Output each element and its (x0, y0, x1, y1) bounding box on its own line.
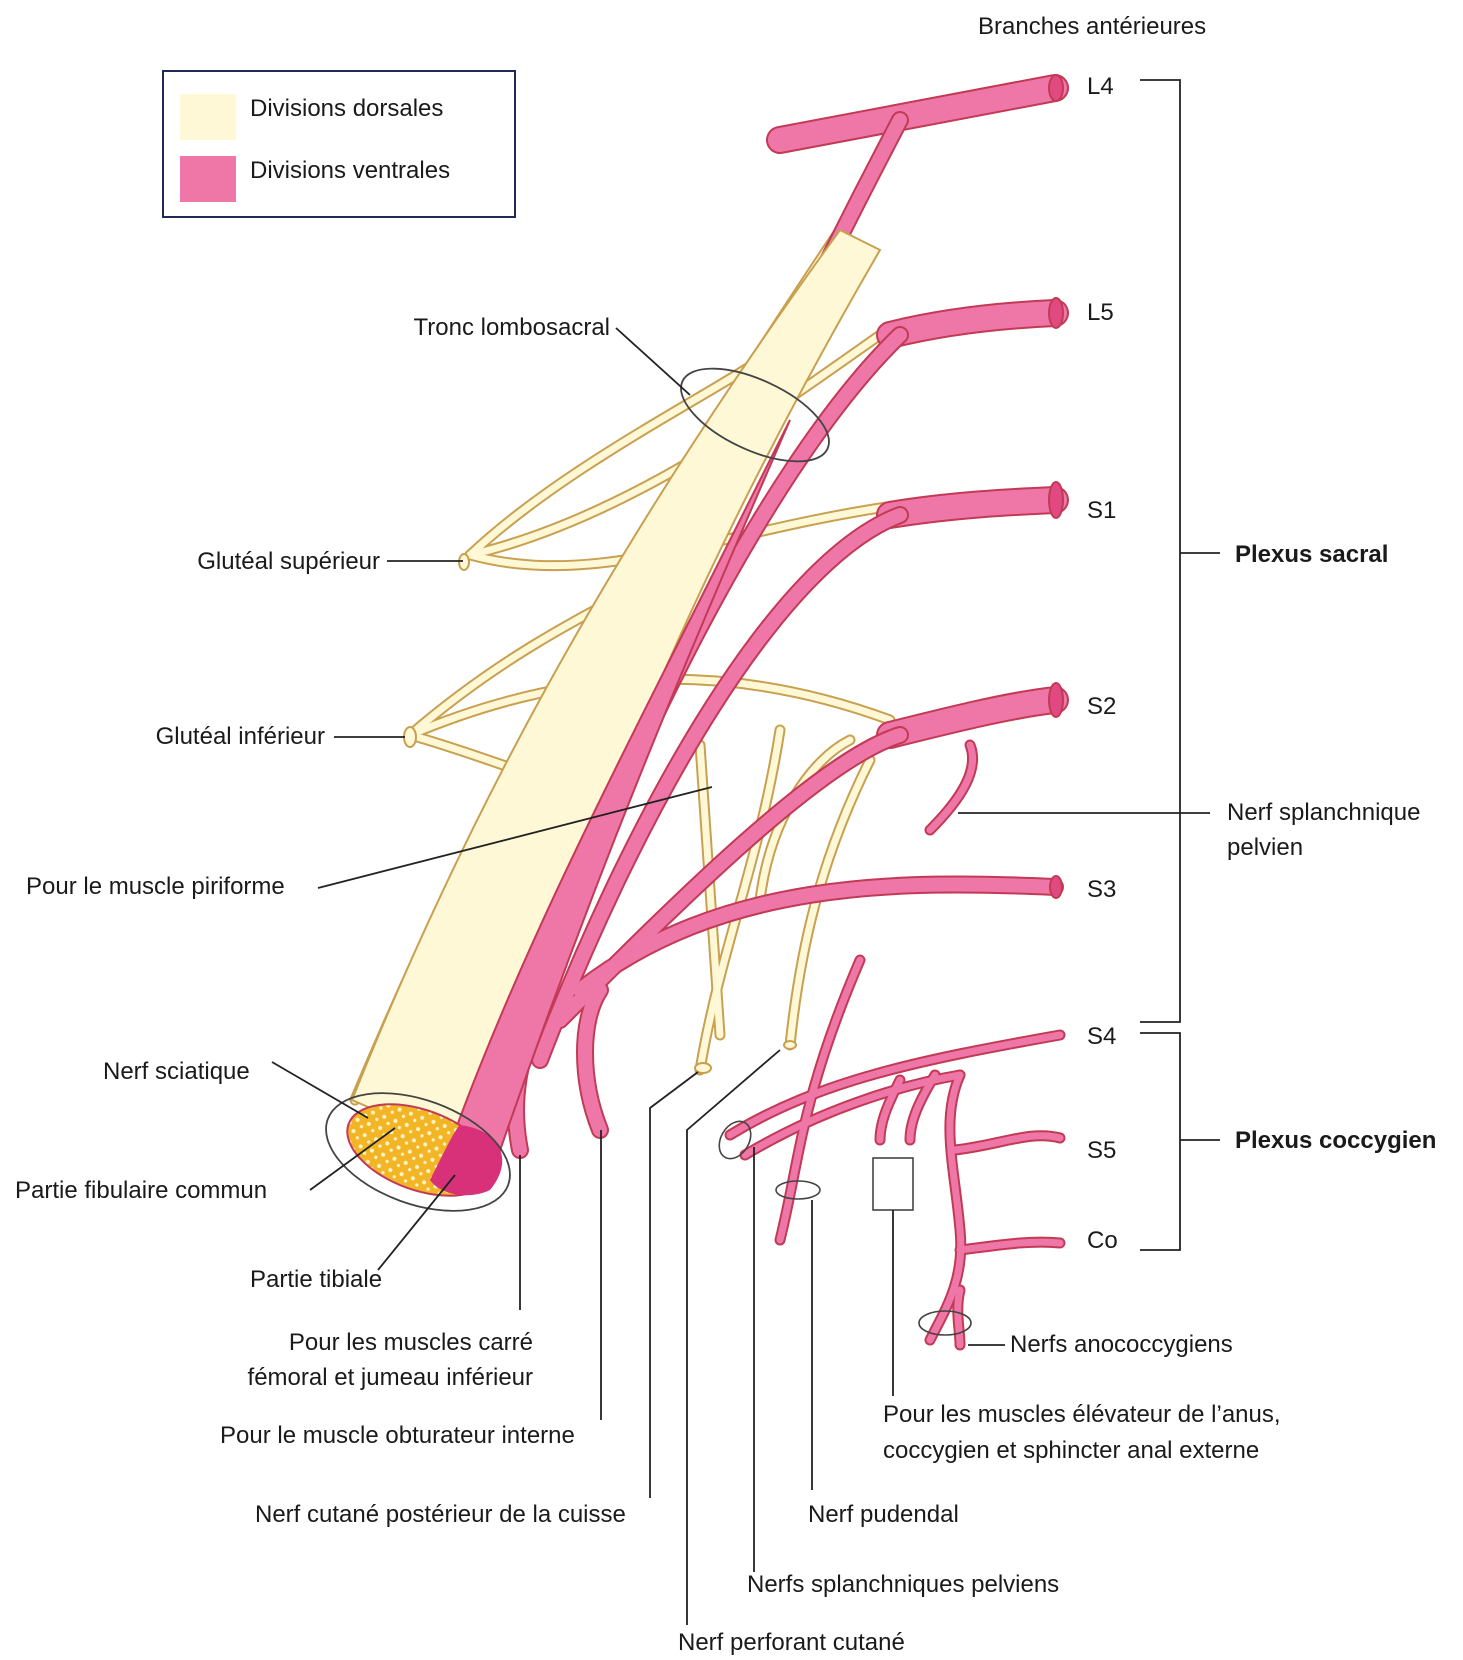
label-nerf-sciatique: Nerf sciatique (103, 1057, 250, 1087)
legend-swatch-dorsal (180, 94, 236, 140)
levator-bracket (873, 1158, 913, 1210)
legend: Divisions dorsales Divisions ventrales (162, 70, 516, 218)
root-label-L4: L4 (1087, 72, 1114, 102)
label-splanchniques-pelviens: Nerfs splanchniques pelviens (747, 1570, 1059, 1600)
root-label-S4: S4 (1087, 1022, 1116, 1052)
group-label-sacral: Plexus sacral (1235, 540, 1388, 570)
legend-swatch-ventral (180, 156, 236, 202)
root-label-S2: S2 (1087, 692, 1116, 722)
label-perforant-cutane: Nerf perforant cutané (678, 1628, 905, 1658)
label-partie-fibulaire: Partie fibulaire commun (15, 1176, 267, 1206)
legend-label-ventral: Divisions ventrales (250, 156, 450, 186)
root-label-S1: S1 (1087, 496, 1116, 526)
root-label-L5: L5 (1087, 298, 1114, 328)
label-elevateur-line2: coccygien et sphincter anal externe (883, 1436, 1259, 1466)
label-elevateur-line1: Pour les muscles élévateur de l’anus, (883, 1400, 1281, 1430)
label-carre-line1: Pour les muscles carré (289, 1328, 533, 1358)
label-splanchnique-line2: pelvien (1227, 833, 1303, 863)
pudendal-ellipse (776, 1181, 820, 1199)
label-tronc-lombosacral: Tronc lombosacral (413, 313, 610, 343)
label-carre-line2: fémoral et jumeau inférieur (248, 1363, 533, 1393)
header-title: Branches antérieures (978, 12, 1206, 42)
label-anococcygiens: Nerfs anococcygiens (1010, 1330, 1233, 1360)
label-cutane-posterieur: Nerf cutané postérieur de la cuisse (255, 1500, 626, 1530)
root-label-S3: S3 (1087, 875, 1116, 905)
label-partie-tibiale: Partie tibiale (250, 1265, 382, 1295)
root-label-S5: S5 (1087, 1136, 1116, 1166)
root-label-Co: Co (1087, 1226, 1118, 1256)
label-pudendal: Nerf pudendal (808, 1500, 959, 1530)
label-obturateur: Pour le muscle obturateur interne (220, 1421, 575, 1451)
label-gluteal-superieur: Glutéal supérieur (197, 547, 380, 577)
label-gluteal-inferieur: Glutéal inférieur (156, 722, 325, 752)
label-piriforme: Pour le muscle piriforme (26, 872, 285, 902)
label-splanchnique-line1: Nerf splanchnique (1227, 798, 1420, 828)
legend-label-dorsal: Divisions dorsales (250, 94, 443, 124)
group-label-coccygeal: Plexus coccygien (1235, 1126, 1436, 1156)
